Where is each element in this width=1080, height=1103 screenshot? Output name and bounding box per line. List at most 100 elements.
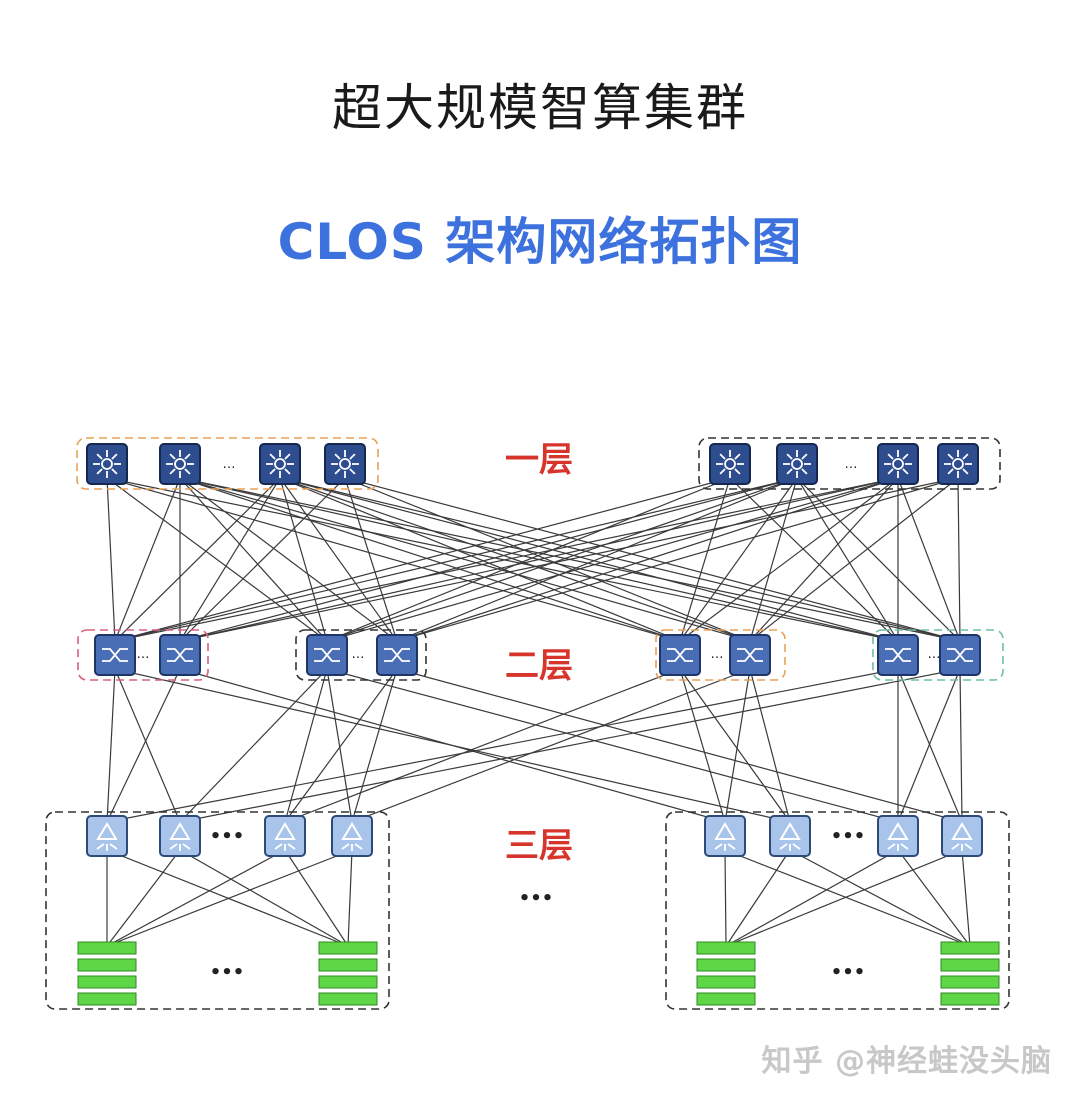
link-access-server [179,849,349,947]
ellipsis: … [352,647,365,662]
link-access-server [106,849,181,947]
core-group-right [698,437,1001,490]
access-switch-icon [264,815,306,857]
link-core-agg [749,477,899,642]
link-access-server [106,849,353,947]
link-core-agg [114,477,281,642]
link-agg-access [897,668,961,823]
link-core-agg [749,477,959,642]
access-switch-icon [704,815,746,857]
link-agg-access [897,668,963,823]
ellipsis-layer: ………………••••••••••••••• [137,457,941,983]
link-agg-access [351,668,398,823]
access-switch-icon [86,815,128,857]
link-agg-access [284,668,328,823]
link-agg-access [284,668,398,823]
page-subtitle: CLOS 架构网络拓扑图 [277,213,803,271]
link-core-agg [179,477,798,642]
core-switch-icon [937,443,979,485]
link-agg-access [179,668,328,823]
core-switch-icon [877,443,919,485]
link-access-server [284,849,349,947]
link-core-agg [106,477,899,642]
link-core-agg [344,477,961,642]
link-core-agg [897,477,961,642]
watermark: 知乎 @神经蛙没头脑 [761,1044,1052,1079]
agg-pod-2 [295,629,427,681]
ellipsis: ••• [831,826,866,847]
link-core-agg [279,477,328,642]
link-access-server [347,849,353,947]
link-agg-access [106,668,899,823]
server-rack [77,941,137,1006]
link-agg-access [679,668,791,823]
link-access-server [961,849,971,947]
server-rack [940,941,1000,1006]
link-core-agg [106,477,681,642]
server-rack [696,941,756,1006]
link-agg-access [749,668,791,823]
link-agg-access [179,668,961,823]
link-core-agg [396,477,899,642]
nodes-layer [77,443,1000,1006]
core-group-left [76,437,379,490]
link-core-agg [957,477,961,642]
access-group-right [665,811,1010,1010]
link-agg-access [179,668,726,823]
link-core-agg [326,477,731,642]
link-core-agg [179,477,398,642]
link-core-agg [179,477,328,642]
agg-pod-4 [872,629,1004,681]
access-switch-icon [159,815,201,857]
access-switch-icon [941,815,983,857]
link-agg-access [106,668,116,823]
link-agg-access [326,668,899,823]
link-core-agg [279,477,961,642]
link-core-agg [179,477,751,642]
link-core-agg [179,477,346,642]
ellipsis: ••• [210,826,245,847]
link-access-server [725,849,791,947]
page-title: 超大规模智算集群 [332,79,748,137]
link-core-agg [344,477,398,642]
agg-pod-1 [77,629,209,681]
access-switch-icon [769,815,811,857]
agg-pod-3 [655,629,786,681]
ellipsis: … [711,647,724,662]
links-layer [106,477,971,947]
ellipsis: ••• [519,888,554,909]
link-core-agg [396,477,798,642]
core-switch-icon [709,443,751,485]
link-core-agg [326,477,899,642]
link-core-agg [114,477,181,642]
link-core-agg [179,477,959,642]
core-switch-icon [324,443,366,485]
core-switch-icon [86,443,128,485]
link-agg-access [396,668,963,823]
server-rack [318,941,378,1006]
link-agg-access [106,668,181,823]
link-access-server [106,849,349,947]
link-agg-access [326,668,353,823]
link-agg-access [284,668,681,823]
link-core-agg [396,477,959,642]
layer-1-label: 一层 [505,440,573,480]
access-switch-icon [331,815,373,857]
aggregation-switch-icon [659,634,701,676]
core-switch-icon [259,443,301,485]
layer-2-label: 二层 [505,646,573,686]
link-access-server [897,849,971,947]
aggregation-switch-icon [939,634,981,676]
link-core-agg [114,477,798,642]
link-core-agg [106,477,328,642]
ellipsis: … [928,647,941,662]
link-access-server [725,849,899,947]
link-core-agg [179,477,281,642]
ellipsis: … [223,457,236,472]
groups-layer [45,437,1010,1010]
access-group-left [45,811,390,1010]
link-core-agg [796,477,961,642]
link-core-agg [344,477,751,642]
link-access-server [724,849,971,947]
aggregation-switch-icon [376,634,418,676]
